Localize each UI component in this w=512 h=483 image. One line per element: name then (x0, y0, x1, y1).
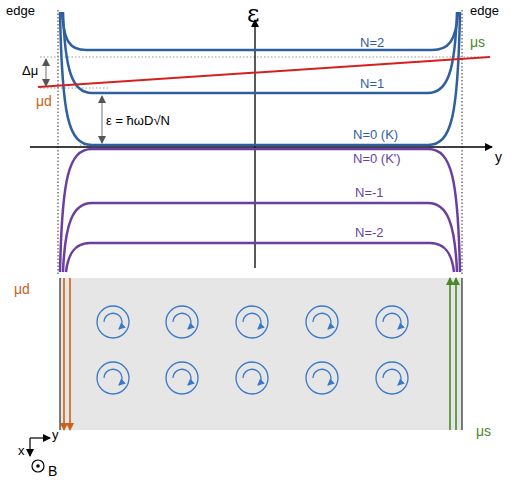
potential-label: μs (476, 424, 491, 438)
level-label: N=2 (360, 36, 384, 49)
orbit-arrow (243, 313, 261, 329)
gap-formula: ε = ħωD√N (106, 114, 170, 127)
axis-label: y (52, 428, 59, 441)
orbit-arrow (313, 369, 331, 385)
edge-label: edge (470, 4, 499, 17)
orbit (236, 306, 268, 338)
axis-label: x (18, 444, 25, 457)
orbit (166, 306, 198, 338)
orbit (166, 362, 198, 394)
axis-label: y (495, 150, 502, 164)
level-label: N=-2 (355, 226, 384, 239)
orbit (97, 306, 129, 338)
potential-label: μs (470, 35, 485, 49)
potential-difference: Δμ (22, 64, 38, 77)
orbit-arrow (173, 313, 191, 329)
orbit (306, 306, 338, 338)
orbit-arrow (173, 369, 191, 385)
level-label: N=0 (K) (353, 128, 398, 141)
orbit-arrow (383, 313, 401, 329)
orbit-arrow (383, 369, 401, 385)
orbit (236, 362, 268, 394)
orbit (376, 306, 408, 338)
level-label: N=-1 (355, 186, 384, 199)
edge-label: edge (6, 4, 35, 17)
field-label: B (48, 464, 57, 478)
level-label: N=1 (360, 77, 384, 90)
axis-label: ε (247, 2, 259, 26)
potential-label: μd (36, 94, 52, 108)
orbit (306, 362, 338, 394)
level-label: N=0 (K') (353, 152, 401, 165)
orbit (376, 362, 408, 394)
potential-label: μd (14, 282, 30, 296)
orbit (97, 362, 129, 394)
orbit-arrow (104, 313, 122, 329)
orbit-arrow (104, 369, 122, 385)
orbit-arrow (243, 369, 261, 385)
orbit-arrow (313, 313, 331, 329)
